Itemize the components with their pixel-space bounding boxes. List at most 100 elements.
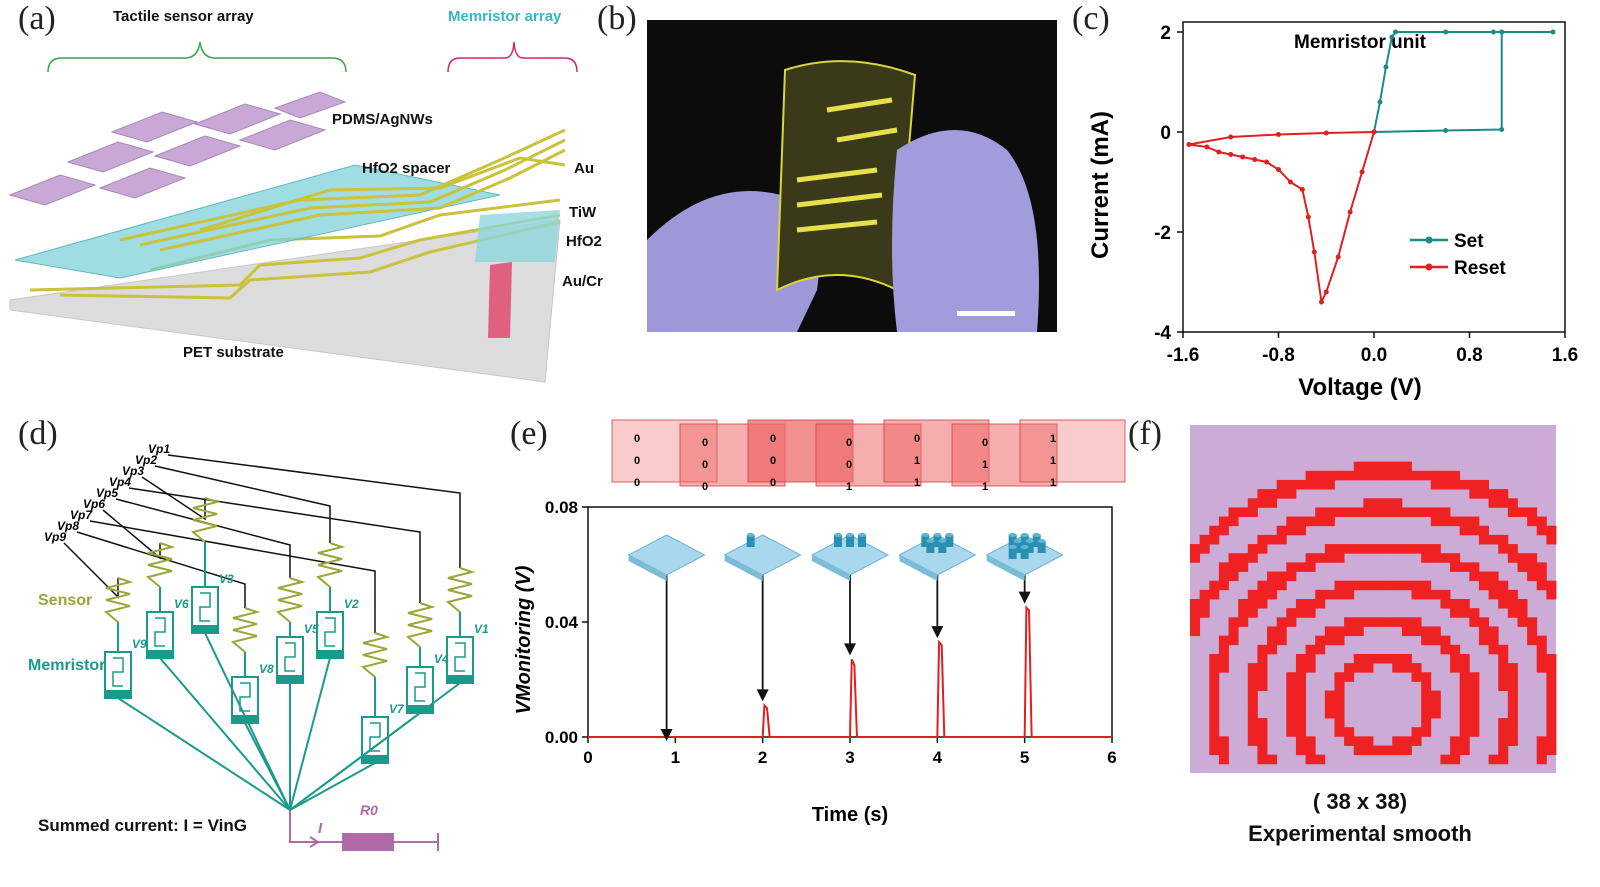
fingerprint-pixel [1517,617,1528,627]
fingerprint-pixel [1315,516,1326,527]
data-point-reset [1252,157,1258,162]
fingerprint-pixel [1218,754,1229,765]
fingerprint-pixel [1546,653,1557,664]
fingerprint-pixel [1295,681,1306,691]
fingerprint-pixel [1344,589,1355,600]
fingerprint-pixel [1315,507,1326,517]
vp-label: Vp9 [44,530,66,544]
fingerprint-pixel [1315,635,1326,646]
y-tick-label: 0.04 [545,613,579,632]
fingerprint-pixel [1507,681,1518,691]
fingerprint-pixel [1430,470,1441,481]
sum-wire [289,657,331,811]
fingerprint-pixel [1382,507,1393,517]
fingerprint-pixel [1430,699,1441,710]
fingerprint-pixel [1469,617,1480,627]
fingerprint-pixel [1247,589,1258,600]
panel-a-diagram: Tactile sensor array Memristor array PDM… [8,8,603,383]
memristor-symbol [414,672,426,702]
fingerprint-pixel [1276,580,1287,591]
fingerprint-pixel [1401,617,1412,627]
fingerprint-pixel [1421,718,1432,728]
data-point-reset [1228,152,1234,157]
data-point-reset [1371,129,1377,135]
data-point-reset [1228,134,1234,140]
fingerprint-pixel [1190,617,1201,627]
fingerprint-pixel [1382,745,1393,756]
fingerprint-pixel [1238,617,1249,627]
fingerprint-pixel [1247,672,1258,682]
data-point-set [1389,34,1395,40]
fingerprint-pixel [1498,580,1509,591]
fingerprint-pixel [1334,708,1345,719]
fingerprint-pixel [1488,589,1499,600]
resistor-r0 [342,833,394,851]
au-label: Au [574,160,594,177]
x-tick-label: 0.8 [1456,345,1482,366]
fingerprint-pixel [1478,580,1489,591]
panel-d: (d) Sensor Memristor Summed current: I =… [0,415,500,885]
fingerprint-pixel [1209,727,1220,737]
fingerprint-pixel [1353,580,1364,591]
fingerprint-pixel [1209,699,1220,710]
matrix-cell: 0 [634,433,640,445]
fingerprint-pixel [1459,525,1470,536]
pressure-pillar [1025,541,1034,553]
fingerprint-pixel [1440,516,1451,527]
memristor-bracket [447,41,578,73]
fingerprint-pixel [1363,498,1374,508]
pillar-top [1020,545,1029,549]
fingerprint-pixel [1411,672,1422,682]
fingerprint-pixel [1478,534,1489,545]
fingerprint-pixel [1305,608,1316,618]
panel-a-label: (a) [18,0,56,37]
fingerprint-pixel [1430,479,1441,490]
y-tick-label: 0 [1160,123,1171,144]
fingerprint-pixel [1507,553,1518,563]
data-point-reset [1276,167,1281,172]
x-tick-label: -1.6 [1167,345,1200,366]
fingerprint-pixel [1382,617,1393,627]
fingerprint-pixel [1440,553,1451,563]
fingerprint-pixel [1373,507,1384,517]
fingerprint-pixel [1536,653,1547,664]
panel-d-label: (d) [18,415,58,452]
fingerprint-pixel [1334,589,1345,600]
fingerprint-pixel [1305,745,1316,756]
pressure-pillar [945,535,954,547]
arrow-head [931,626,944,639]
fingerprint-pixel [1469,479,1480,490]
fingerprint-pixel [1459,727,1470,737]
pillar-top [858,533,866,537]
vp-wire [76,531,246,608]
fingerprint-pixel [1305,599,1316,609]
fingerprint-pixel [1421,553,1432,563]
fingerprint-pixel [1498,736,1509,746]
fingerprint-pixel [1267,580,1278,591]
fingerprint-pixel [1353,626,1364,637]
panel-a: (a) [0,0,620,400]
pdms-label: PDMS/AgNWs [332,111,433,128]
fingerprint-pixel [1392,544,1403,554]
data-point-set [1377,99,1383,105]
fingerprint-pixel [1546,736,1557,746]
fingerprint-pixel [1430,507,1441,517]
x-tick-label: 4 [933,748,943,767]
fingerprint-pixel [1546,534,1557,545]
sensor-spring [145,542,176,588]
fingerprint-pixel [1334,470,1345,481]
fingerprint-pixel [1267,589,1278,600]
fingerprint-pixel [1190,626,1201,637]
fingerprint-pixel [1450,608,1461,618]
fingerprint-pixel [1228,617,1239,627]
memristor-bar [277,675,303,683]
fingerprint-pixel [1498,727,1509,737]
fingerprint-pixel [1421,727,1432,737]
fingerprint-pixel [1450,736,1461,746]
panel-e-label: (e) [510,415,548,452]
fingerprint-pixel [1392,580,1403,591]
caption-line2: Experimental smooth [1248,821,1472,846]
fingerprint-pixel [1546,672,1557,682]
sensor-spring [315,542,346,588]
